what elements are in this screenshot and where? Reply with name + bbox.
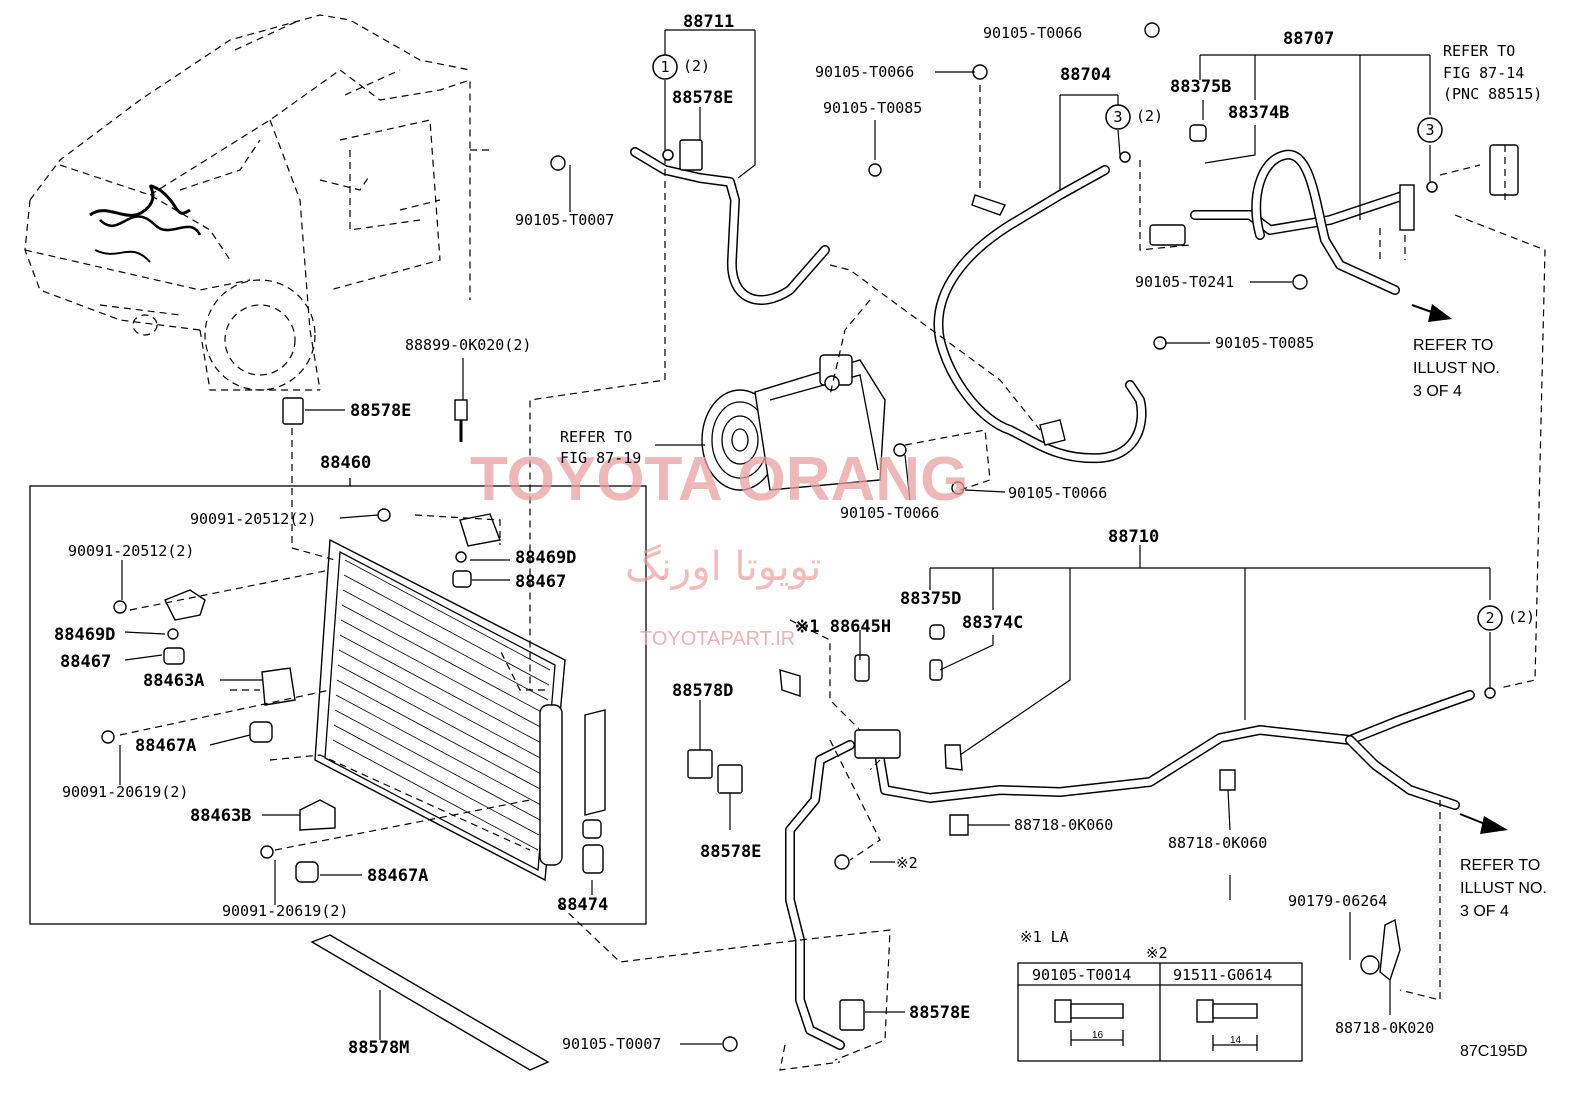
- watermark-persian: تویوتا اورنگ: [625, 544, 821, 590]
- compressor: [701, 354, 886, 491]
- legend-dim-2: 14: [1230, 1035, 1242, 1046]
- leader-lines: [119, 29, 1491, 1045]
- label-88467A-b: 88467A: [367, 866, 428, 886]
- label-88578M: 88578M: [348, 1038, 409, 1058]
- label-90105-T0066-c: 90105-T0066: [1008, 484, 1107, 502]
- label-88899-0K020: 88899-0K020(2): [405, 336, 531, 354]
- legend-note-1: ※1 LA: [1020, 928, 1069, 946]
- label-90179-06264: 90179-06264: [1288, 892, 1387, 910]
- label-90105-T0007-top: 90105-T0007: [515, 211, 614, 229]
- label-88578E-bot: 88578E: [909, 1003, 970, 1023]
- refer-illust-a-line1: REFER TO: [1413, 337, 1493, 354]
- label-88463B: 88463B: [190, 806, 251, 826]
- label-88645H: ※1 88645H: [795, 617, 891, 637]
- label-88707: 88707: [1283, 29, 1334, 49]
- callout-circle-3b: 3: [1417, 117, 1443, 143]
- callout-circle-3a: 3: [1105, 104, 1131, 130]
- label-90105-T0241: 90105-T0241: [1135, 273, 1234, 291]
- label-88467-b: 88467: [60, 652, 111, 672]
- label-88578D: 88578D: [672, 681, 733, 701]
- seal-88578M: [310, 934, 550, 1071]
- label-88578E-mid: 88578E: [350, 401, 411, 421]
- callout-3-qty: (2): [1136, 107, 1163, 125]
- diagram-code: 87C195D: [1460, 1043, 1528, 1060]
- label-88374C: 88374C: [962, 613, 1023, 633]
- legend-col-2: 91511-G0614: [1173, 966, 1272, 984]
- refer-fig-87-14-line2: FIG 87-14: [1443, 64, 1524, 82]
- label-note2-ref: ※2: [896, 854, 918, 872]
- label-88375B: 88375B: [1170, 77, 1231, 97]
- label-90105-T0085-a: 90105-T0085: [823, 99, 922, 117]
- callout-circle-2: 2: [1477, 605, 1503, 631]
- label-88578E-low: 88578E: [700, 842, 761, 862]
- label-88718-0K060-b: 88718-0K060: [1168, 834, 1267, 852]
- refer-illust-a-line3: 3 OF 4: [1413, 383, 1462, 400]
- label-88474: 88474: [557, 895, 608, 915]
- label-90105-T0085-b: 90105-T0085: [1215, 334, 1314, 352]
- refer-illust-b-line1: REFER TO: [1460, 857, 1540, 874]
- callout-3a-label: 3: [1113, 108, 1122, 126]
- label-88467A-a: 88467A: [135, 736, 196, 756]
- label-90091-20619-a: 90091-20619(2): [62, 783, 188, 801]
- watermark-site: TOYOTAPART.IR: [640, 628, 795, 650]
- label-88710: 88710: [1108, 527, 1159, 547]
- label-90105-T0007-bot: 90105-T0007: [562, 1035, 661, 1053]
- refer-illust-a-line2: ILLUST NO.: [1413, 360, 1500, 377]
- label-90105-T0066-a: 90105-T0066: [815, 63, 914, 81]
- callout-2-label: 2: [1485, 609, 1494, 627]
- label-90105-T0066-b: 90105-T0066: [983, 24, 1082, 42]
- dashed-connectors: [119, 85, 1546, 1071]
- legend-col-1: 90105-T0014: [1032, 966, 1131, 984]
- label-90091-20512-a: 90091-20512(2): [190, 510, 316, 528]
- label-88375D: 88375D: [900, 589, 961, 609]
- condenser-88460: [314, 538, 606, 882]
- refer-illust-b-line3: 3 OF 4: [1460, 903, 1509, 920]
- refer-fig-87-14-line1: REFER TO: [1443, 42, 1515, 60]
- label-88711: 88711: [683, 12, 734, 32]
- bolts: [550, 22, 1308, 1052]
- watermark-brand: TOYOTA ORANG: [470, 445, 968, 514]
- callout-1-label: 1: [660, 58, 669, 76]
- refer-fig-87-19-line2: FIG 87-19: [560, 449, 641, 467]
- label-88469D-a: 88469D: [515, 548, 576, 568]
- vehicle-illustration: [24, 14, 490, 391]
- label-88467-a: 88467: [515, 572, 566, 592]
- label-88578E-top: 88578E: [672, 88, 733, 108]
- label-90105-T0066-d: 90105-T0066: [840, 504, 939, 522]
- legend-dim-1: 16: [1092, 1030, 1104, 1041]
- callout-3b-label: 3: [1425, 121, 1434, 139]
- label-88469D-b: 88469D: [54, 625, 115, 645]
- refer-illust-b-line2: ILLUST NO.: [1460, 880, 1547, 897]
- condenser-small-parts: [101, 397, 604, 883]
- callout-circle-1: 1: [652, 54, 678, 80]
- legend-table: ※1 LA ※2 90105-T0014 91511-G0614 16 14: [1017, 928, 1303, 1062]
- refer-fig-87-14-line3: (PNC 88515): [1443, 85, 1542, 103]
- legend-note-2: ※2: [1146, 944, 1168, 962]
- callout-2-qty: (2): [1508, 608, 1535, 626]
- label-88718-0K020: 88718-0K020: [1335, 1019, 1434, 1037]
- pipes: [630, 147, 1475, 1050]
- part-labels: 88711 88578E 90105-T0007 90105-T0066 901…: [54, 12, 1547, 1060]
- refer-fig-87-19-line1: REFER TO: [560, 428, 632, 446]
- callout-1-qty: (2): [683, 57, 710, 75]
- fittings: [679, 124, 1519, 1031]
- label-90091-20619-b: 90091-20619(2): [222, 902, 348, 920]
- label-88704: 88704: [1060, 65, 1111, 85]
- condenser-group-box: [29, 485, 647, 925]
- label-88374B: 88374B: [1228, 103, 1289, 123]
- label-88463A: 88463A: [143, 671, 204, 691]
- label-90091-20512-b: 90091-20512(2): [68, 542, 194, 560]
- label-88460: 88460: [320, 453, 371, 473]
- label-88718-0K060-a: 88718-0K060: [1014, 816, 1113, 834]
